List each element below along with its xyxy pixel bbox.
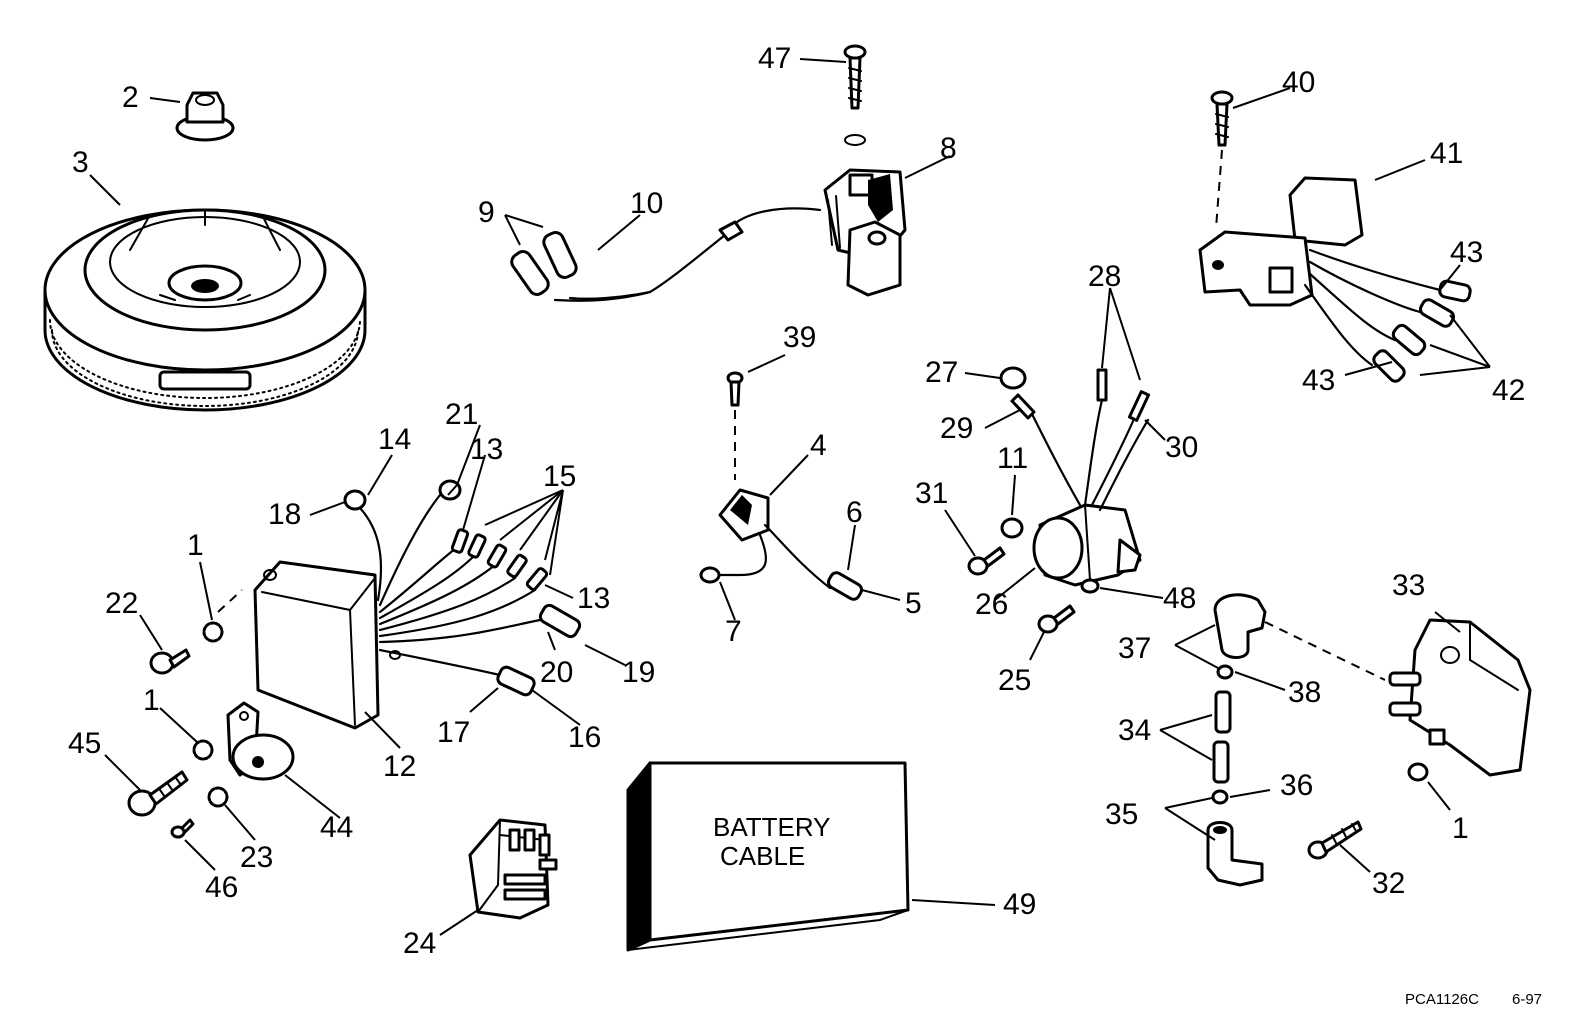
callout-7: 7 <box>725 615 742 648</box>
spring-36 <box>1211 789 1229 805</box>
callout-13a: 13 <box>470 433 503 466</box>
callout-19: 19 <box>622 656 655 689</box>
callout-36: 36 <box>1280 769 1313 802</box>
callout-40: 40 <box>1282 66 1315 99</box>
callout-30: 30 <box>1165 431 1198 464</box>
callout-48: 48 <box>1163 582 1196 615</box>
callout-42: 42 <box>1492 374 1525 407</box>
callout-1b: 1 <box>143 684 160 717</box>
callout-41: 41 <box>1430 137 1463 170</box>
callout-25: 25 <box>998 664 1031 697</box>
spark-boot-35 <box>1206 821 1264 887</box>
callout-34: 34 <box>1118 714 1151 747</box>
callout-11: 11 <box>997 442 1028 475</box>
callout-44: 44 <box>320 811 353 844</box>
diagram-reference: PCA1126C 6-97 <box>1405 991 1542 1008</box>
reference-date: 6-97 <box>1512 991 1542 1008</box>
sensor-4 <box>699 488 864 601</box>
callout-27: 27 <box>925 356 958 389</box>
washer-1c <box>1407 762 1429 782</box>
lock-washer-1b <box>192 739 214 761</box>
lock-washer-1a <box>202 621 224 643</box>
reference-code: PCA1126C <box>1405 991 1479 1008</box>
callout-17: 17 <box>437 716 470 749</box>
callout-8: 8 <box>940 132 957 165</box>
washer-11 <box>1000 517 1024 539</box>
callout-6: 6 <box>846 496 863 529</box>
callout-46: 46 <box>205 871 238 904</box>
screw-40 <box>1210 90 1234 147</box>
callout-23: 23 <box>240 841 273 874</box>
callout-1a: 1 <box>187 529 204 562</box>
screw-46 <box>170 818 195 839</box>
terminal-34 <box>1212 690 1232 784</box>
battery-box-line1: BATTERY <box>713 812 831 842</box>
callout-16: 16 <box>568 721 601 754</box>
power-pack <box>253 479 582 730</box>
flywheel-nut <box>175 91 235 142</box>
flywheel <box>43 208 367 412</box>
callout-28: 28 <box>1088 260 1121 293</box>
callout-38: 38 <box>1288 676 1321 709</box>
callout-47: 47 <box>758 42 791 75</box>
callout-4: 4 <box>810 429 827 462</box>
leader-lines <box>89 58 1491 936</box>
callout-9: 9 <box>478 196 495 229</box>
sensor-bracket <box>226 701 295 781</box>
spring-38 <box>1216 664 1234 680</box>
callout-37: 37 <box>1118 632 1151 665</box>
screw-22 <box>149 648 191 675</box>
lock-washer-23 <box>207 786 229 808</box>
callout-15: 15 <box>543 460 576 493</box>
callout-32: 32 <box>1372 867 1405 900</box>
spark-boot-37 <box>1213 593 1267 659</box>
battery-box-line2: CABLE <box>720 841 805 871</box>
screw-25 <box>1037 604 1076 634</box>
callout-3: 3 <box>72 146 89 179</box>
callout-18: 18 <box>268 498 301 531</box>
screw-32 <box>1307 820 1363 860</box>
callout-10: 10 <box>630 187 663 220</box>
solenoid <box>999 366 1151 587</box>
callout-13b: 13 <box>577 582 610 615</box>
callout-26: 26 <box>975 588 1008 621</box>
callout-31: 31 <box>915 477 948 510</box>
callout-49: 49 <box>1003 888 1036 921</box>
callout-14: 14 <box>378 423 411 456</box>
ignition-coil <box>1388 618 1532 777</box>
callout-12: 12 <box>383 750 416 783</box>
screw-45 <box>127 770 189 817</box>
callout-39: 39 <box>783 321 816 354</box>
callout-20: 20 <box>540 656 573 689</box>
screw-47 <box>843 44 867 146</box>
callout-1c: 1 <box>1452 812 1469 845</box>
washer-48 <box>1080 578 1100 594</box>
callout-43a: 43 <box>1450 236 1483 269</box>
screw-39 <box>726 371 744 407</box>
stator-coil <box>510 168 907 302</box>
callout-21: 21 <box>445 398 478 431</box>
callout-45: 45 <box>68 727 101 760</box>
callout-29: 29 <box>940 412 973 445</box>
screw-31 <box>967 546 1006 576</box>
ignition-module <box>1198 176 1472 383</box>
callout-24: 24 <box>403 927 436 960</box>
terminal-block <box>468 818 558 920</box>
callout-33: 33 <box>1392 569 1425 602</box>
callout-2: 2 <box>122 81 139 114</box>
callout-5: 5 <box>905 587 922 620</box>
callout-labels: 2 3 47 8 9 10 40 41 43 42 43 28 27 29 30… <box>68 42 1525 960</box>
callout-43b: 43 <box>1302 364 1335 397</box>
assembly-lines <box>217 149 1386 681</box>
battery-cable-box: BATTERY CABLE <box>626 761 910 952</box>
callout-22: 22 <box>105 587 138 620</box>
callout-35: 35 <box>1105 798 1138 831</box>
